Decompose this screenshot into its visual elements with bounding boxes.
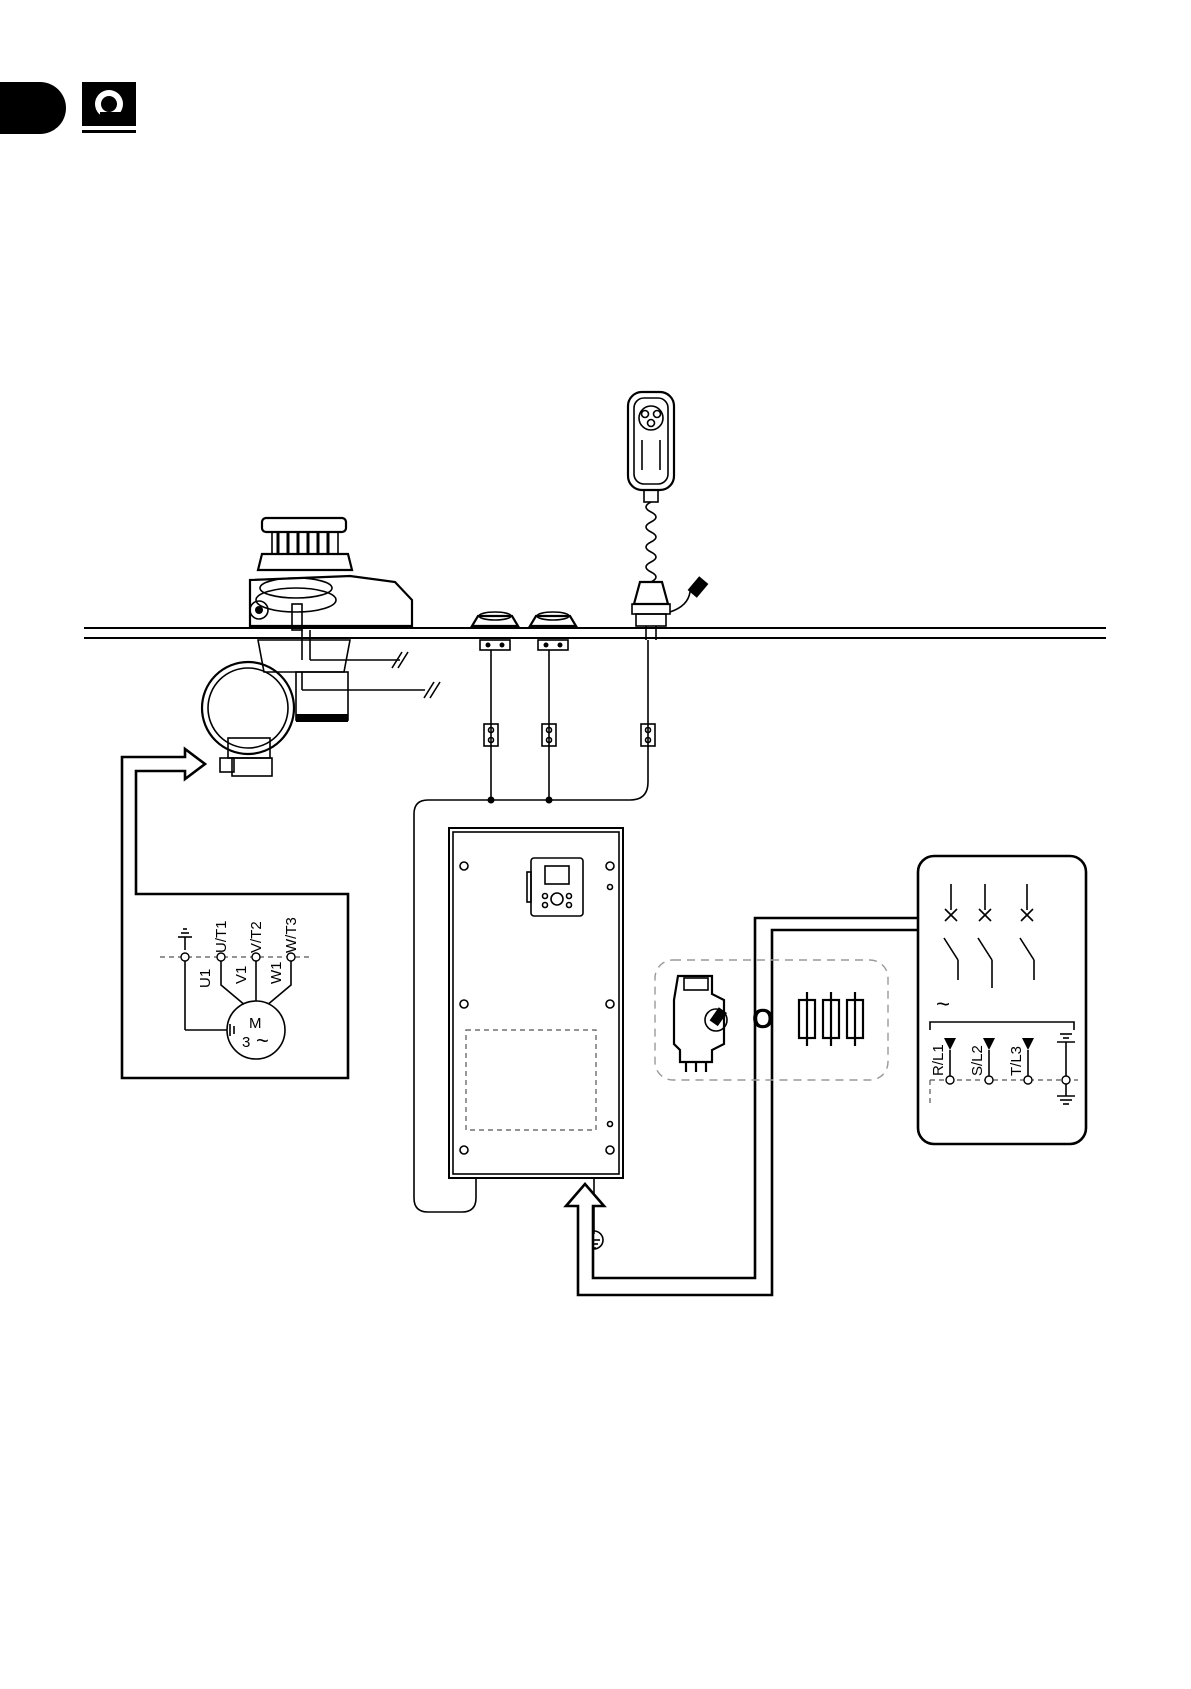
deck-switch-1 — [472, 612, 518, 650]
mains-supply-box: ~ R/L1 S/L2 — [918, 856, 1086, 1144]
terminal-label-u1: U1 — [197, 969, 214, 988]
supply-terminal-rl1: R/L1 — [930, 1044, 947, 1076]
terminal-label-v1: V1 — [233, 966, 250, 984]
remote-control-illustration — [628, 392, 708, 640]
terminal-label-ut1: U/T1 — [213, 920, 230, 953]
motor-protection-breaker-icon — [674, 976, 727, 1072]
motor-phase: 3 — [242, 1034, 250, 1051]
supply-terminal-tl3: T/L3 — [1008, 1046, 1025, 1076]
or-label: O — [752, 1003, 774, 1034]
quick-logo-icon — [82, 82, 136, 133]
drive-cabinet — [449, 828, 623, 1249]
motor-ac-symbol: ~ — [256, 1028, 269, 1053]
supply-ac-symbol: ~ — [936, 991, 950, 1018]
terminal-label-vt2: V/T2 — [248, 921, 265, 953]
fuse-icon — [799, 992, 863, 1046]
section-tab — [0, 82, 66, 134]
supply-terminal-sl2: S/L2 — [969, 1045, 986, 1076]
terminal-label-wt3: W/T3 — [283, 917, 300, 953]
terminal-label-w1: W1 — [268, 962, 285, 985]
windlass-illustration — [202, 518, 440, 776]
motor-connection-box: U/T1 V/T2 W/T3 U1 V1 W1 M 3 ~ — [122, 749, 348, 1078]
deck-switch-2 — [530, 612, 576, 650]
deck — [84, 628, 1106, 638]
